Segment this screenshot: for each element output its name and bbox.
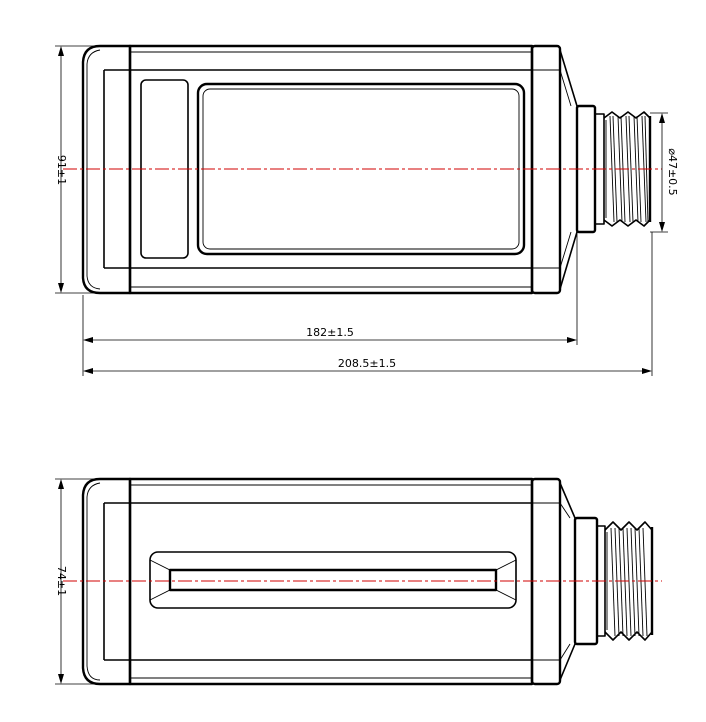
dimension-label-height-bottom: 74±1 (55, 566, 68, 596)
dimension-overall-length: 208.5±1.5 (83, 232, 653, 376)
dimension-height-bottom: 74±1 (55, 478, 100, 685)
top-view (63, 44, 662, 295)
dimension-height-top: 91±1 (55, 45, 100, 294)
dimension-label-overall-length: 208.5±1.5 (338, 357, 396, 370)
dimension-body-length: 182±1.5 (82, 232, 578, 376)
top-view-body (81, 44, 578, 295)
dimension-label-height-top: 91±1 (55, 155, 68, 185)
dimension-label-body-length: 182±1.5 (306, 326, 354, 339)
dimension-neck-diameter: ⌀47±0.5 (650, 112, 679, 233)
bottom-view-neck (573, 516, 654, 646)
bottom-view (63, 477, 662, 686)
bottom-view-body (81, 477, 576, 686)
dimension-label-neck-diameter: ⌀47±0.5 (666, 148, 679, 195)
